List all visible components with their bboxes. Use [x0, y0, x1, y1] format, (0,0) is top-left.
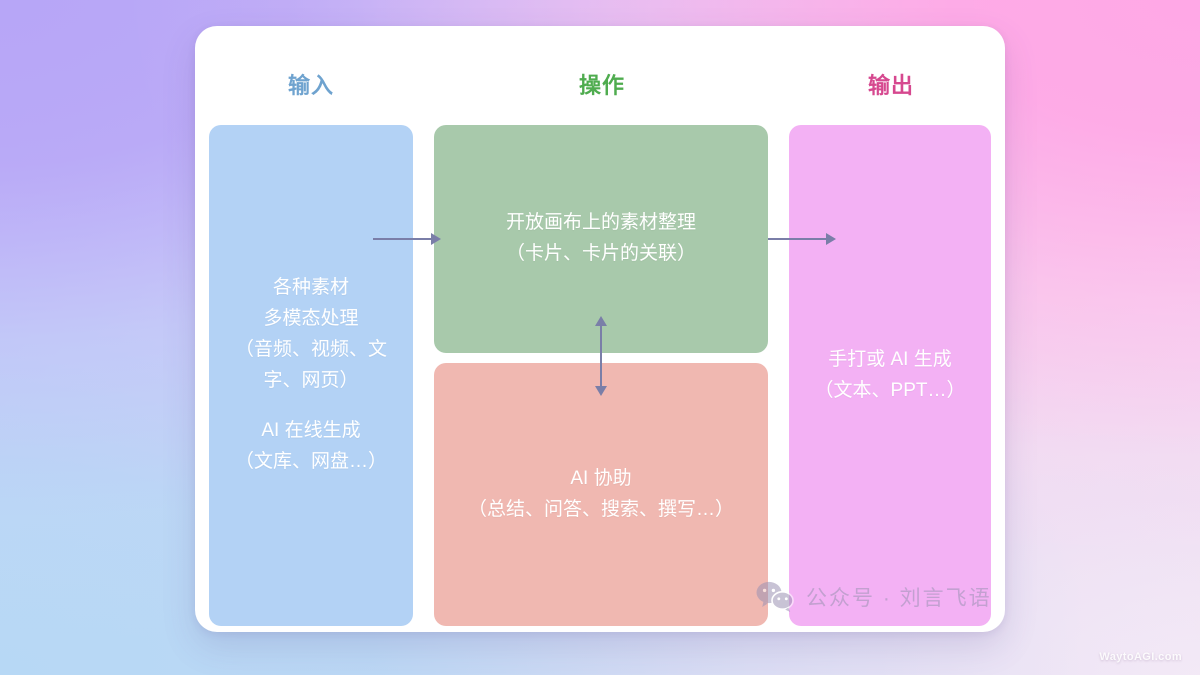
arrow-shaft-vertical	[600, 326, 602, 386]
column-header-output: 输出	[867, 73, 914, 98]
box-output-line-2: （文本、PPT…）	[814, 379, 966, 401]
box-input-line-5: （文库、网盘…）	[234, 451, 387, 473]
box-ai-assist-line-2: （总结、问答、搜索、撰写…）	[467, 498, 734, 520]
box-input-spacer	[223, 396, 399, 416]
arrow-shaft	[373, 238, 431, 240]
box-output: 手打或 AI 生成 （文本、PPT…）	[789, 125, 991, 626]
wechat-watermark-text: 公众号 · 刘言飞语	[806, 587, 992, 610]
arrow-double-vertical-canvas-ai-icon	[594, 316, 608, 396]
wechat-watermark: 公众号 · 刘言飞语	[755, 580, 992, 614]
box-input-line-3: （音频、视频、文字、网页）	[234, 338, 387, 391]
wechat-icon	[756, 581, 794, 612]
box-open-canvas-line-1: 开放画布上的素材整理	[505, 212, 696, 234]
box-input-line-4: AI 在线生成	[261, 420, 361, 442]
diagram-card: 输入 操作 输出 各种素材 多模态处理 （音频、视频、文字、网页） AI 在线生…	[195, 26, 1005, 632]
arrow-head-right	[431, 233, 441, 245]
site-watermark: WaytoAGI.com	[1099, 651, 1182, 663]
arrow-right-canvas-to-output-icon	[768, 232, 836, 246]
arrow-shaft	[768, 238, 826, 240]
column-header-operation: 操作	[578, 73, 625, 98]
box-ai-assist-text: AI 协助 （总结、问答、搜索、撰写…）	[454, 464, 748, 526]
box-output-text: 手打或 AI 生成 （文本、PPT…）	[801, 345, 980, 407]
box-open-canvas-text: 开放画布上的素材整理 （卡片、卡片的关联）	[492, 208, 710, 270]
box-output-line-1: 手打或 AI 生成	[828, 348, 952, 370]
box-ai-assist-line-1: AI 协助	[570, 467, 632, 489]
box-open-canvas-line-2: （卡片、卡片的关联）	[505, 243, 696, 264]
box-open-canvas: 开放画布上的素材整理 （卡片、卡片的关联）	[434, 125, 768, 353]
arrow-right-input-to-canvas-icon	[373, 232, 441, 246]
arrow-head-right	[826, 233, 836, 245]
box-input-line-2: 多模态处理	[263, 307, 359, 329]
box-input-line-1: 各种素材	[272, 277, 349, 299]
arrow-head-down	[595, 386, 607, 396]
box-ai-assist: AI 协助 （总结、问答、搜索、撰写…）	[434, 363, 768, 626]
box-input: 各种素材 多模态处理 （音频、视频、文字、网页） AI 在线生成 （文库、网盘……	[209, 125, 413, 626]
box-input-text: 各种素材 多模态处理 （音频、视频、文字、网页） AI 在线生成 （文库、网盘……	[209, 273, 413, 478]
arrow-head-up	[595, 316, 607, 326]
column-header-input: 输入	[287, 73, 334, 98]
